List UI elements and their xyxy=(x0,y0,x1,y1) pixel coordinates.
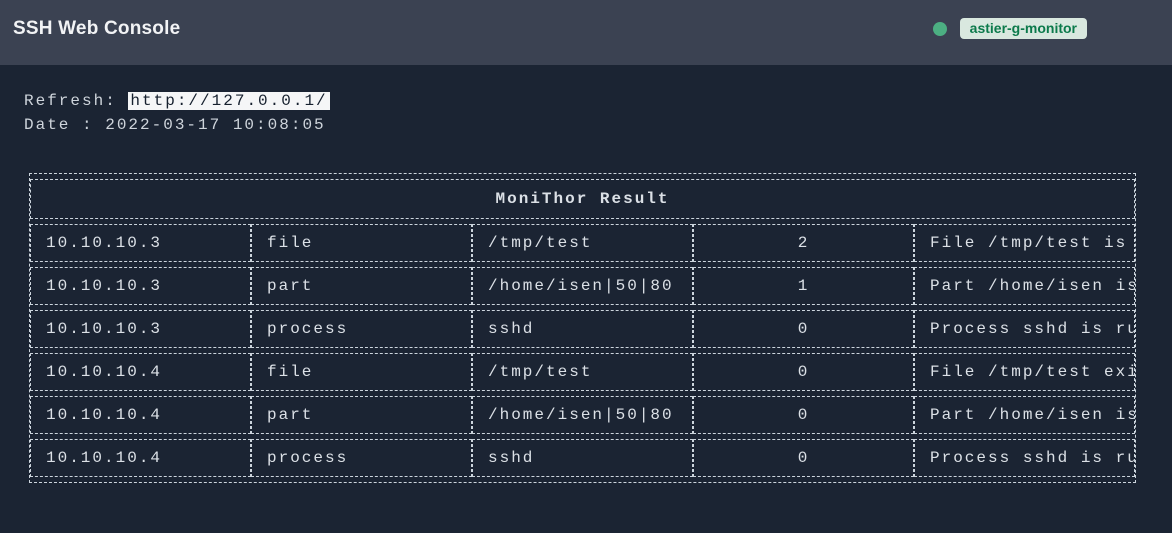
refresh-url-link[interactable]: http://127.0.0.1/ xyxy=(128,92,330,110)
cell-target: /home/isen|50|80 xyxy=(472,267,693,305)
cell-host: 10.10.10.3 xyxy=(30,267,251,305)
cell-host: 10.10.10.3 xyxy=(30,310,251,348)
cell-host: 10.10.10.3 xyxy=(30,224,251,262)
status-dot-icon xyxy=(932,21,947,36)
header-bar: SSH Web Console astier-g-monitor xyxy=(0,0,1172,65)
cell-message: Process sshd is running xyxy=(914,310,1135,348)
refresh-line: Refresh: http://127.0.0.1/ xyxy=(24,89,1148,113)
cell-check-type: process xyxy=(251,439,472,477)
cell-check-type: part xyxy=(251,396,472,434)
date-text: Date : 2022-03-17 10:08:05 xyxy=(24,116,326,134)
table-row: 10.10.10.4 part /home/isen|50|80 0 Part … xyxy=(30,396,1135,434)
cell-host: 10.10.10.4 xyxy=(30,396,251,434)
cell-message: Part /home/isen is between 50% and 80% :… xyxy=(914,267,1135,305)
table-title: MoniThor Result xyxy=(30,179,1135,219)
cell-check-type: file xyxy=(251,353,472,391)
table-row: 10.10.10.3 process sshd 0 Process sshd i… xyxy=(30,310,1135,348)
cell-check-type: part xyxy=(251,267,472,305)
cell-message: File /tmp/test is NOT present xyxy=(914,224,1135,262)
cell-host: 10.10.10.4 xyxy=(30,353,251,391)
cell-status-code: 0 xyxy=(693,396,914,434)
page-title: SSH Web Console xyxy=(13,17,181,39)
cell-check-type: file xyxy=(251,224,472,262)
cell-status-code: 0 xyxy=(693,353,914,391)
table-row: 10.10.10.3 part /home/isen|50|80 1 Part … xyxy=(30,267,1135,305)
table-row: 10.10.10.4 process sshd 0 Process sshd i… xyxy=(30,439,1135,477)
cell-target: sshd xyxy=(472,439,693,477)
hostname-badge: astier-g-monitor xyxy=(959,18,1087,39)
table-row: 10.10.10.4 file /tmp/test 0 File /tmp/te… xyxy=(30,353,1135,391)
cell-status-code: 0 xyxy=(693,310,914,348)
table-body: 10.10.10.3 file /tmp/test 2 File /tmp/te… xyxy=(30,224,1135,477)
cell-target: /home/isen|50|80 xyxy=(472,396,693,434)
cell-status-code: 2 xyxy=(693,224,914,262)
cell-host: 10.10.10.4 xyxy=(30,439,251,477)
cell-target: sshd xyxy=(472,310,693,348)
table-row: 10.10.10.3 file /tmp/test 2 File /tmp/te… xyxy=(30,224,1135,262)
refresh-label: Refresh: xyxy=(24,92,129,110)
cell-status-code: 1 xyxy=(693,267,914,305)
main-content: Refresh: http://127.0.0.1/ Date : 2022-0… xyxy=(0,65,1172,483)
cell-target: /tmp/test xyxy=(472,224,693,262)
cell-message: Part /home/isen is under 50% : 1 xyxy=(914,396,1135,434)
cell-message: Process sshd is running xyxy=(914,439,1135,477)
cell-message: File /tmp/test exist xyxy=(914,353,1135,391)
cell-check-type: process xyxy=(251,310,472,348)
table-title-row: MoniThor Result xyxy=(30,179,1135,219)
monitor-table: MoniThor Result 10.10.10.3 file /tmp/tes… xyxy=(29,173,1136,483)
cell-status-code: 0 xyxy=(693,439,914,477)
cell-target: /tmp/test xyxy=(472,353,693,391)
